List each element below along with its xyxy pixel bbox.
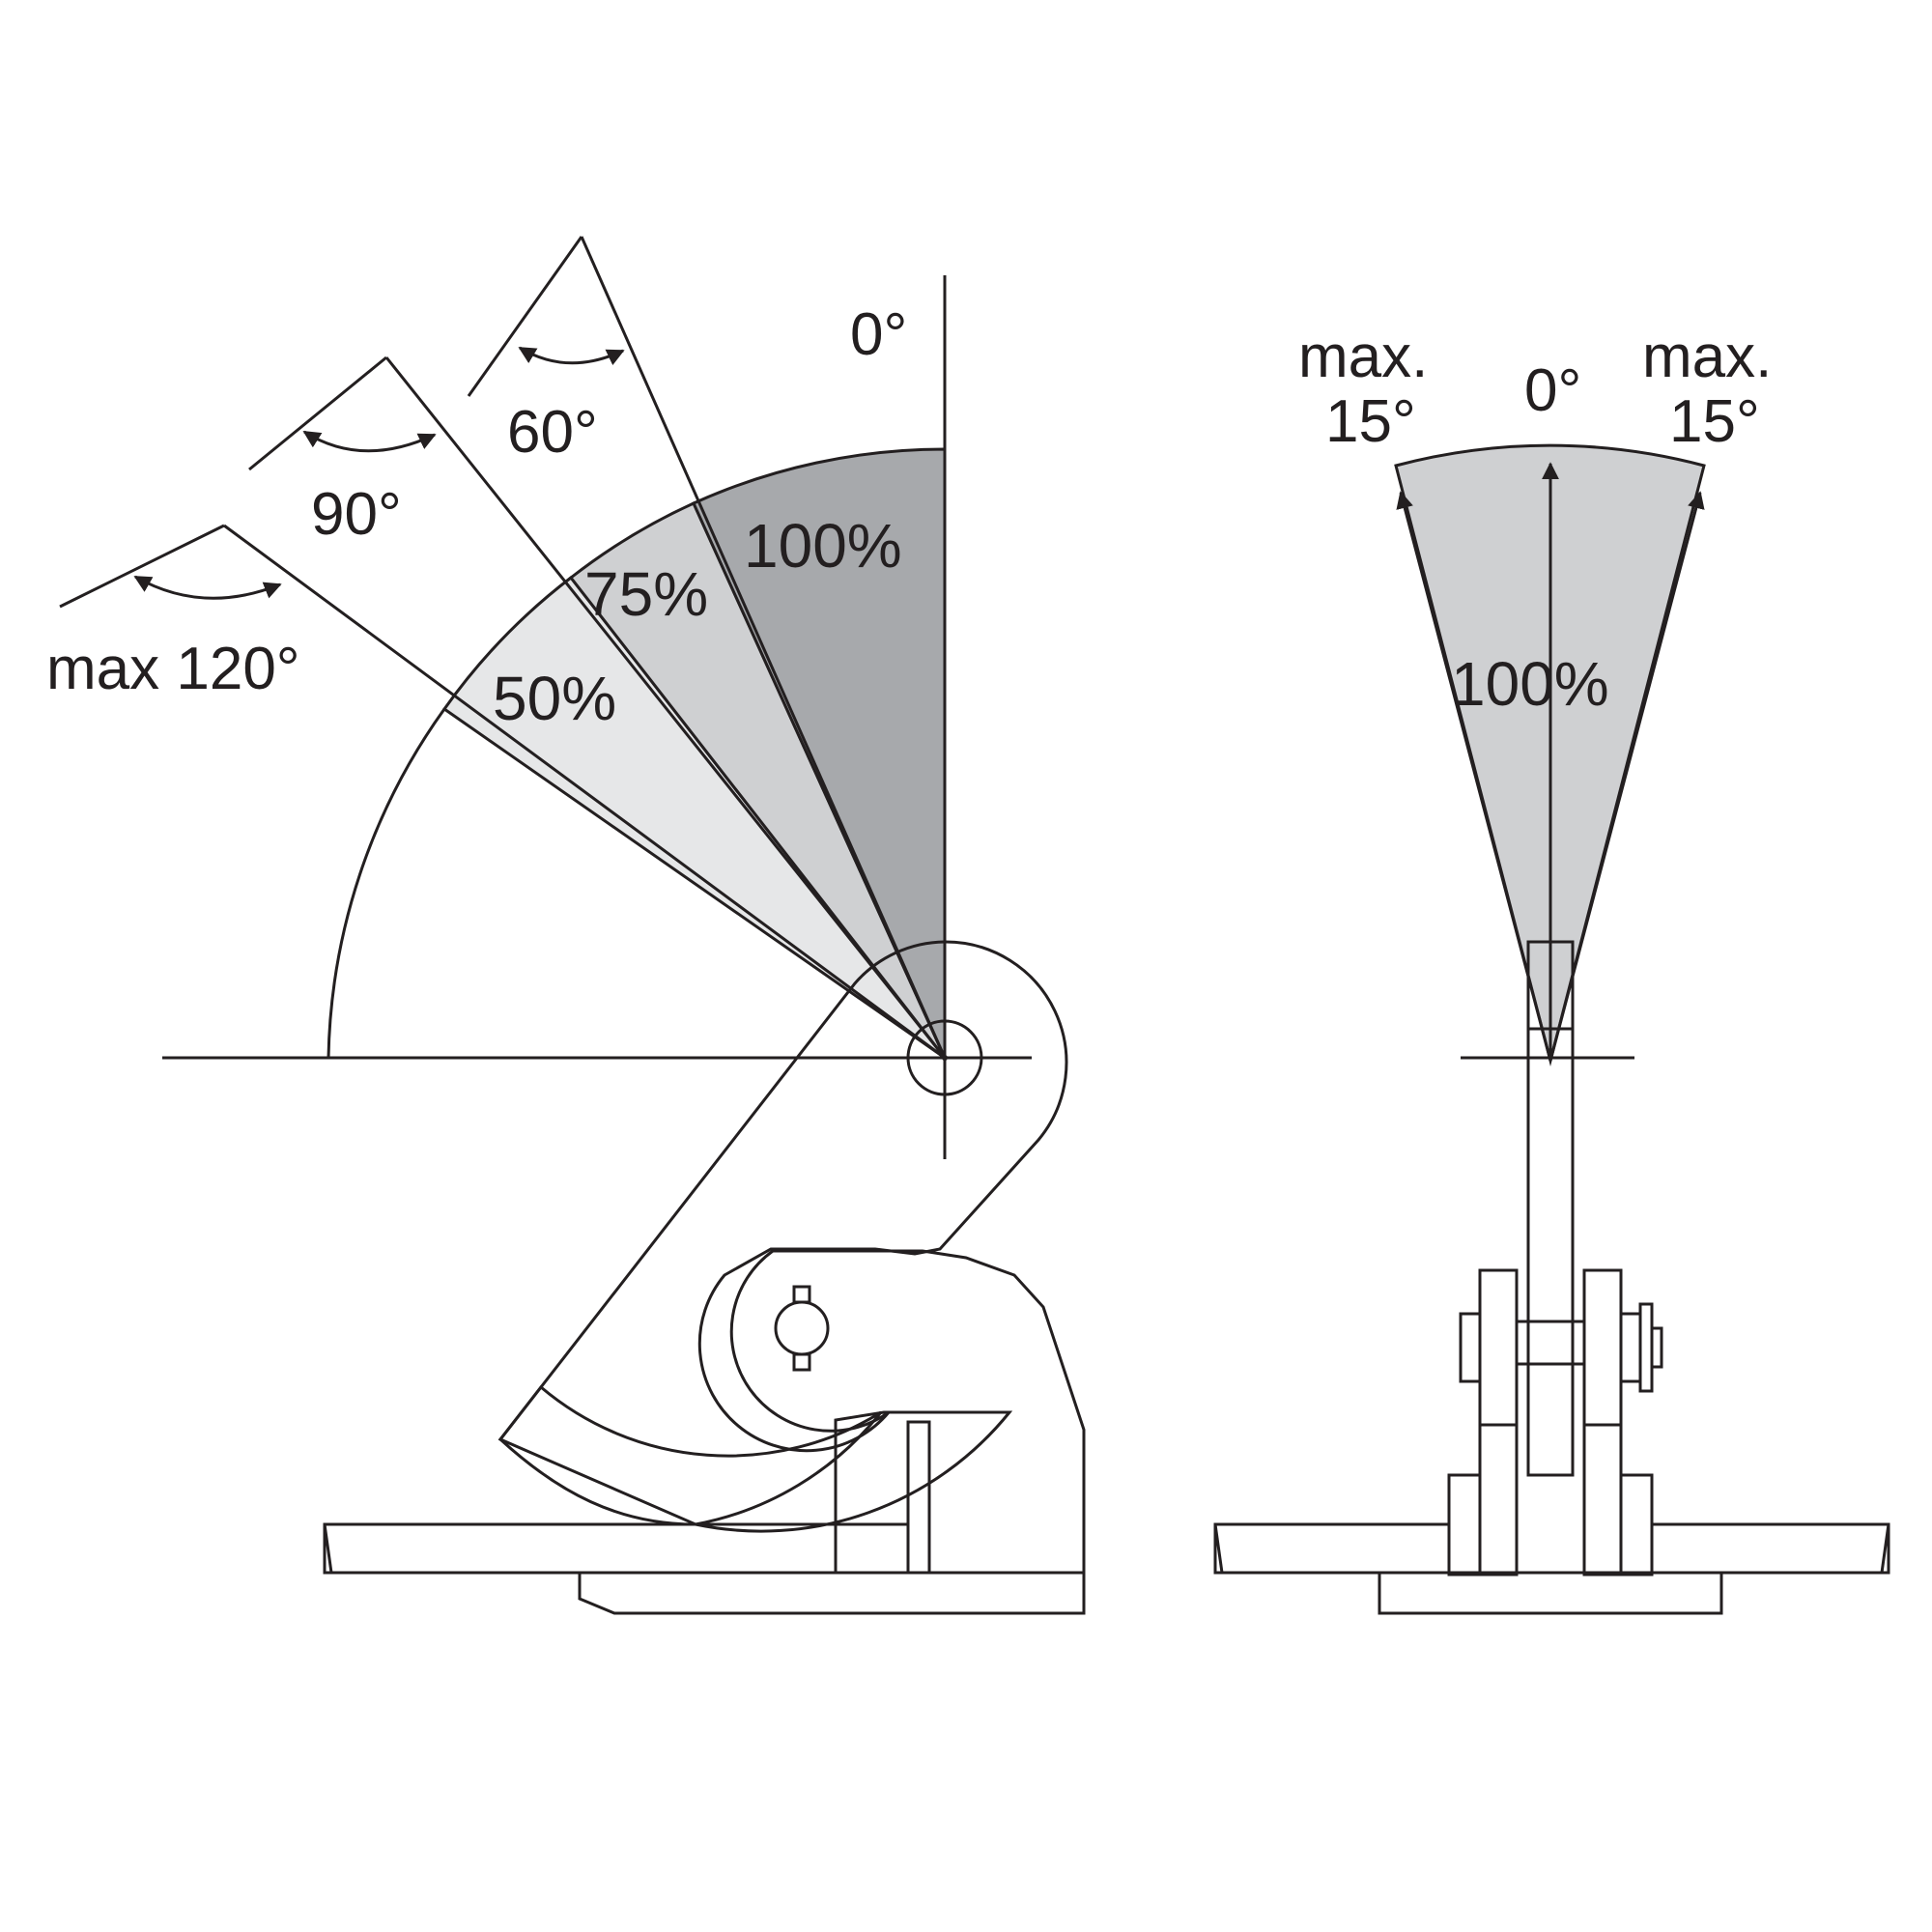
line-60 [580,236,947,1059]
jaw-plate [906,1420,931,1575]
clamp-body [729,1249,1086,1575]
plate-break-front-left [1213,1523,1224,1574]
line-120 [223,524,946,1060]
clamp-shackle [497,940,1068,1533]
arrow-left-15 [1396,491,1552,1062]
label-left-15: 15° [1325,388,1416,455]
flag-120 [59,524,225,609]
front-pin-right [1619,1312,1642,1383]
label-zone-75: 75% [584,559,708,629]
front-shackle-shank [1526,1027,1575,1477]
pivot-pin [906,1019,983,1096]
front-outer-block-left [1447,1473,1482,1577]
steel-plate-front-left [1213,1522,1451,1575]
zone-100-sector [692,447,947,1059]
locking-pin-top [792,1285,811,1304]
front-side-plate-right [1582,1268,1623,1427]
plate-break-front-right [1880,1523,1890,1574]
arrow-right-15 [1548,491,1705,1062]
label-60-deg: 60° [507,399,598,466]
steel-plate-front-right [1650,1522,1890,1575]
label-0-deg: 0° [850,301,907,368]
arc-arrow-90 [302,430,437,453]
label-90-deg: 90° [311,481,402,548]
front-side-plate-left [1478,1268,1519,1427]
pivot-center [942,1055,948,1061]
label-right-max: max. [1642,324,1772,390]
front-pin-left [1459,1312,1482,1383]
cam-lobe [497,1384,883,1526]
label-left-max: max. [1298,324,1428,390]
flag-60 [467,236,583,397]
side-view: 0° 60° 90° max 120° 100% 75% 50% [46,236,1086,1615]
locking-pin-bottom [792,1352,811,1372]
front-outer-block-right [1619,1473,1654,1577]
label-max-120-deg: max 120° [46,636,300,702]
label-zone-50: 50% [493,664,616,733]
label-front-zone-100: 100% [1451,649,1609,719]
outer-arc [327,708,446,1059]
clamp-base-jaw [578,1571,1086,1615]
label-zone-100: 100% [744,511,902,581]
flag-90 [248,355,387,471]
front-pin-center [1515,1320,1586,1366]
front-base-jaw [1378,1571,1723,1615]
label-center-0: 0° [1524,357,1581,424]
line-90 [384,356,947,1059]
arc-arrow-120 [133,575,282,600]
front-lower-plate-left [1478,1423,1519,1577]
steel-plate-side [323,1522,910,1575]
locking-pin [774,1300,830,1356]
front-view: max. 15° 0° max. 15° 100% [1213,324,1890,1615]
front-pin-nut [1638,1302,1654,1393]
arc-arrow-60 [518,346,625,366]
label-right-15: 15° [1669,388,1760,455]
front-pin-end [1650,1326,1663,1369]
plate-break-side [323,1523,333,1574]
front-lower-plate-right [1582,1423,1623,1577]
